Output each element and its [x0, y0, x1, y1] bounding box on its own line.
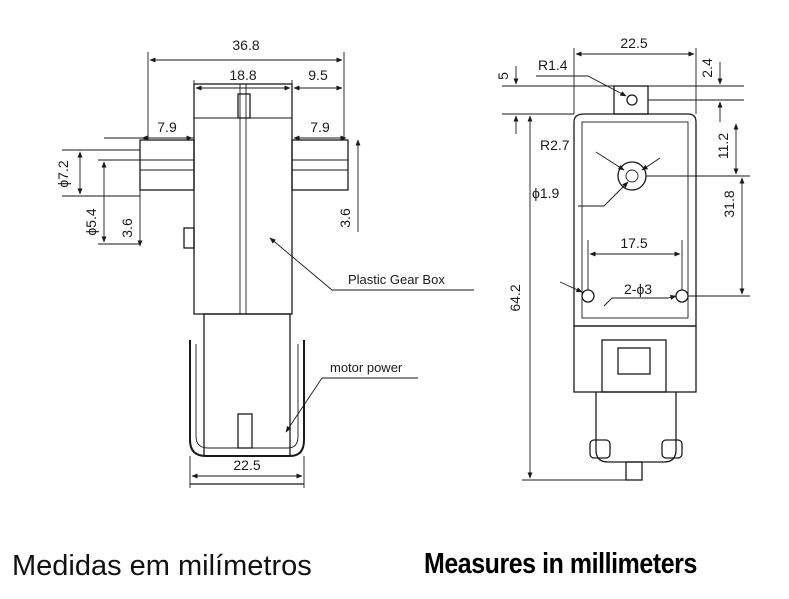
dim-radius-small: R1.4 — [538, 57, 568, 73]
technical-drawing: 36.8 18.8 9.5 7.9 7.9 ϕ7.2 ϕ5.4 3.6 3.6 — [55, 35, 750, 488]
dim-body-width: 18.8 — [229, 67, 256, 83]
dim-holes: 2-ϕ3 — [624, 281, 652, 297]
dim-shaft-dia-inner: ϕ5.4 — [83, 208, 99, 236]
label-gear-box: Plastic Gear Box — [348, 272, 445, 287]
label-motor-power: motor power — [330, 360, 403, 375]
dim-tab-offset: 2.4 — [699, 58, 715, 78]
dim-shaft-left: 7.9 — [157, 119, 177, 135]
caption-portuguese: Medidas em milímetros — [12, 550, 312, 582]
dim-offset-right: 9.5 — [308, 67, 328, 83]
dim-hole-spacing: 17.5 — [620, 235, 647, 251]
dim-tab-height: 5 — [495, 72, 511, 80]
front-view: 22.5 5 R1.4 2.4 R2.7 11.2 ϕ1.9 31.8 — [495, 35, 750, 481]
caption-english: Measures in millimeters — [424, 548, 697, 580]
dim-axle-offset: 11.2 — [715, 133, 731, 159]
dim-hole-height: 31.8 — [721, 190, 737, 217]
dim-overall-width: 36.8 — [232, 37, 259, 53]
dim-shaft-right: 7.9 — [310, 119, 330, 135]
side-view: 36.8 18.8 9.5 7.9 7.9 ϕ7.2 ϕ5.4 3.6 3.6 — [55, 37, 474, 488]
dim-top-width: 22.5 — [620, 35, 647, 51]
dim-shaft-dia-outer: ϕ7.2 — [55, 160, 71, 188]
dim-total-height: 64.2 — [507, 284, 523, 311]
dim-bottom-width: 22.5 — [233, 457, 260, 473]
dim-radius-large: R2.7 — [540, 137, 570, 153]
dim-flat-right: 3.6 — [337, 208, 353, 228]
dim-axle-hole: ϕ1.9 — [532, 185, 560, 201]
dim-flat-left: 3.6 — [119, 218, 135, 238]
